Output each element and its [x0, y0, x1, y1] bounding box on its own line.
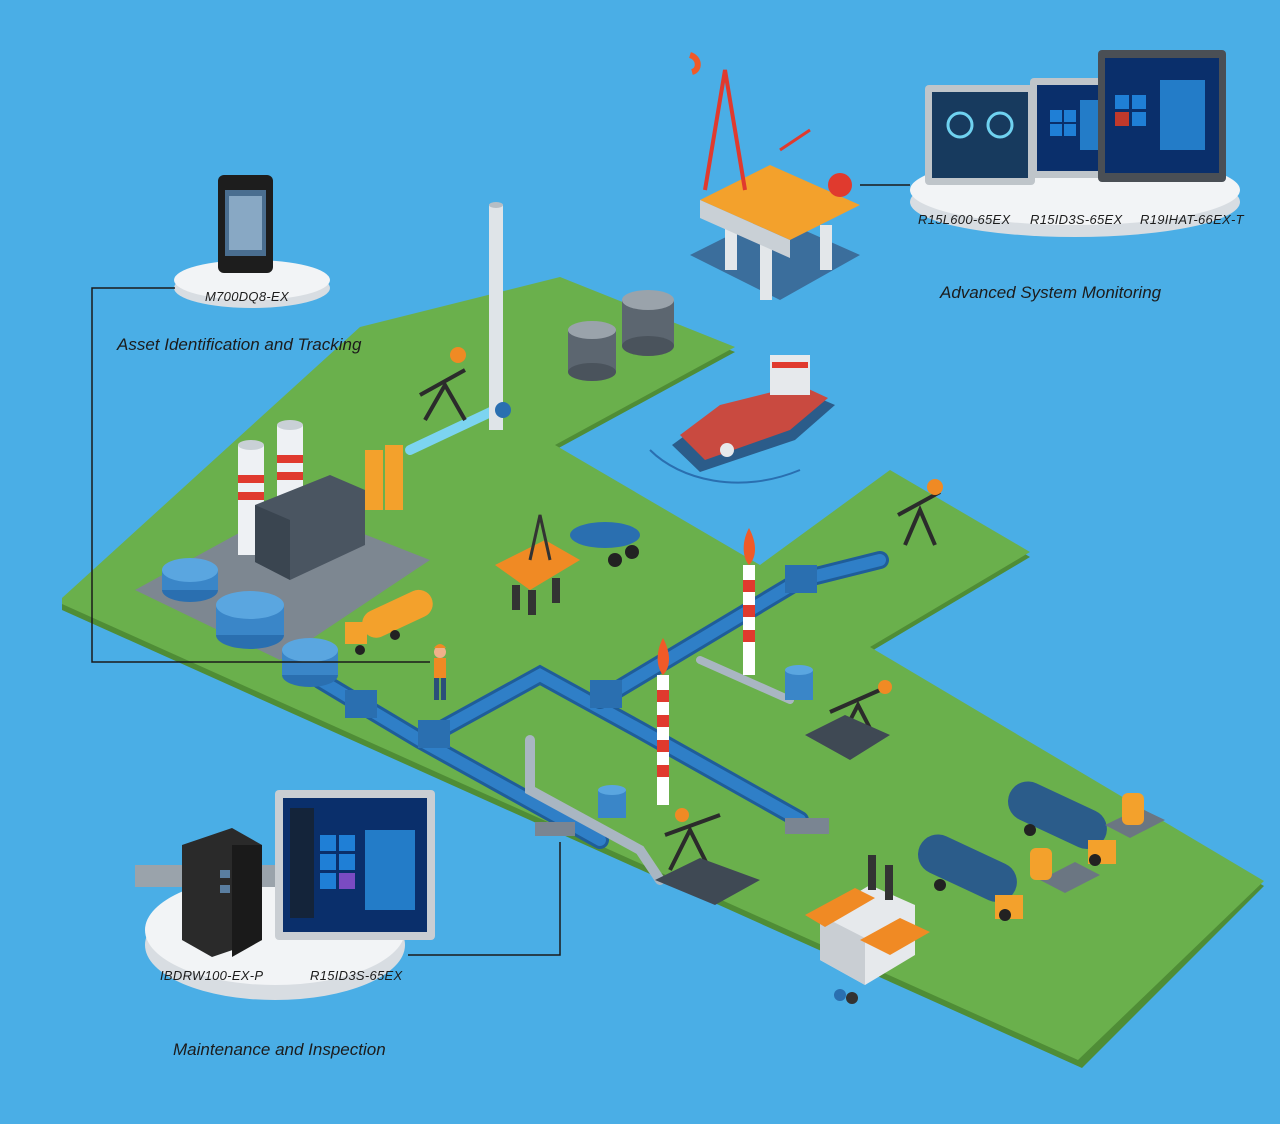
vent-stack-icon: [489, 202, 511, 430]
pad-base: [655, 715, 890, 905]
asset-model-label: M700DQ8-EX: [205, 289, 289, 304]
monitoring-model-label-2: R15ID3S-65EX: [1030, 212, 1123, 227]
maintenance-section-title: Maintenance and Inspection: [173, 1040, 386, 1059]
oil-rig-icon: [495, 514, 640, 615]
device-stand: [174, 260, 330, 308]
pipe-junction-boxes: [345, 565, 829, 836]
tanker-truck-icon: [345, 589, 433, 655]
pump-jack-head-icon: [450, 347, 943, 822]
gas-pump-icon: [1030, 793, 1165, 893]
maintenance-model-label-2: R15ID3S-65EX: [310, 968, 403, 983]
gas-flare-icon: [657, 528, 756, 805]
refinery-icon: [135, 420, 430, 660]
panel-pc-icon: [1098, 50, 1226, 182]
monitoring-model-label-3: R19IHAT-66EX-T: [1140, 212, 1244, 227]
tanker-truck-icon: [917, 781, 1116, 921]
panel-pc-icon: [275, 790, 435, 940]
asset-section-title: Asset Identification and Tracking: [117, 335, 362, 354]
panel-pc-icon: [925, 85, 1035, 185]
storage-tank-icon: [568, 290, 674, 381]
monitoring-model-label-1: R15L600-65EX: [918, 212, 1011, 227]
connector-lines: [91, 184, 910, 956]
box-pc-icon: [135, 828, 275, 957]
factory-icon: [805, 855, 930, 1004]
tanker-ship-icon: [649, 355, 835, 484]
storage-tank-icon: [598, 665, 813, 818]
tablet-device-icon: [218, 175, 273, 273]
maintenance-model-label-1: IBDRW100-EX-P: [160, 968, 264, 983]
monitoring-section-title: Advanced System Monitoring: [940, 283, 1162, 302]
worker-icon: [434, 644, 446, 700]
offshore-platform-icon: [688, 52, 860, 300]
